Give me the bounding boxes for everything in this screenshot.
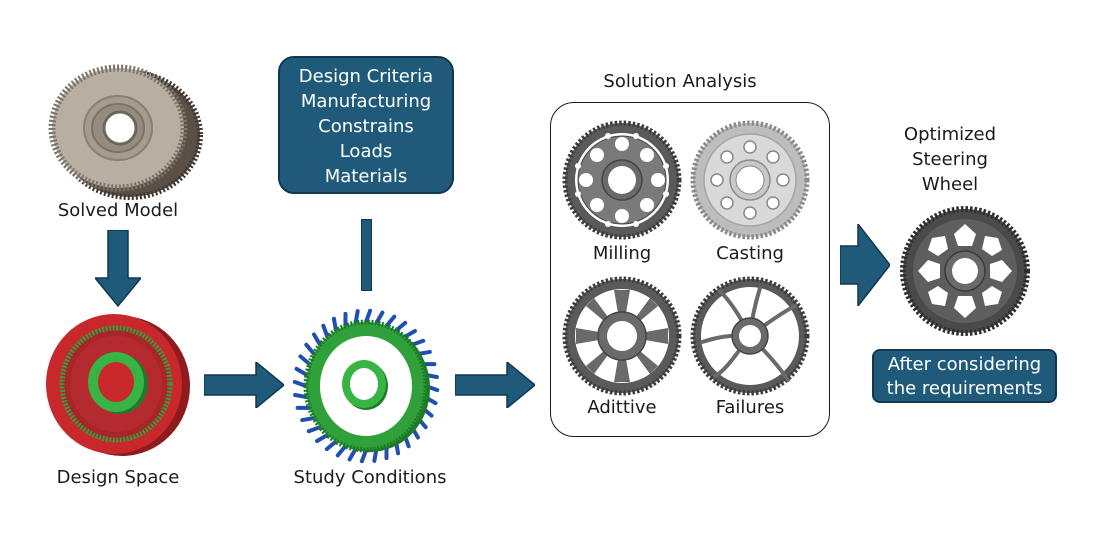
load-arrow — [409, 338, 426, 347]
additive-label: Adittive — [587, 397, 657, 418]
load-arrow — [402, 328, 417, 339]
right-arrow-1 — [204, 362, 284, 408]
optimized-line-3: Wheel — [921, 174, 979, 195]
result-line-1: After considering — [887, 354, 1042, 375]
milling-gear-image — [562, 120, 682, 240]
optimized-line-1: Optimized — [903, 124, 997, 145]
load-arrow — [324, 439, 338, 452]
solution-analysis-label: Solution Analysis — [603, 71, 757, 92]
optimized-title: Optimized Steering Wheel — [895, 122, 1005, 197]
failures-gear-image — [690, 276, 810, 396]
solved-model-gear-image — [48, 64, 203, 200]
optimized-gear-image — [900, 206, 1030, 336]
milling-label: Milling — [592, 243, 652, 264]
criteria-materials: Materials — [324, 166, 408, 187]
right-arrow-2 — [455, 362, 535, 408]
load-arrow — [359, 448, 368, 463]
criteria-constrains: Constrains — [318, 116, 414, 137]
casting-label: Casting — [716, 243, 784, 264]
criteria-loads: Loads — [339, 141, 393, 162]
casting-gear-image — [690, 120, 810, 240]
solved-model-label: Solved Model — [57, 200, 179, 221]
load-arrow — [292, 379, 308, 388]
result-box: After considering the requirements — [872, 349, 1057, 403]
study-conditions-image — [292, 308, 440, 463]
solution-analysis-panel — [550, 102, 830, 437]
right-arrow-3 — [840, 224, 890, 306]
design-space-label: Design Space — [56, 467, 180, 488]
design-space-image — [46, 314, 190, 456]
criteria-manufacturing: Manufacturing — [300, 91, 432, 112]
criteria-connector-bar — [361, 219, 372, 291]
failures-label: Failures — [715, 397, 785, 418]
additive-gear-image — [562, 276, 682, 396]
load-arrow — [335, 444, 348, 458]
load-arrow — [294, 366, 309, 377]
load-arrow — [347, 447, 358, 462]
optimized-line-2: Steering — [912, 149, 988, 170]
down-arrow — [95, 230, 141, 308]
criteria-design-criteria: Design Criteria — [298, 66, 434, 87]
study-conditions-label: Study Conditions — [293, 467, 447, 488]
design-criteria-box: Design Criteria Manufacturing Constrains… — [278, 56, 454, 194]
result-line-2: the requirements — [886, 378, 1043, 399]
